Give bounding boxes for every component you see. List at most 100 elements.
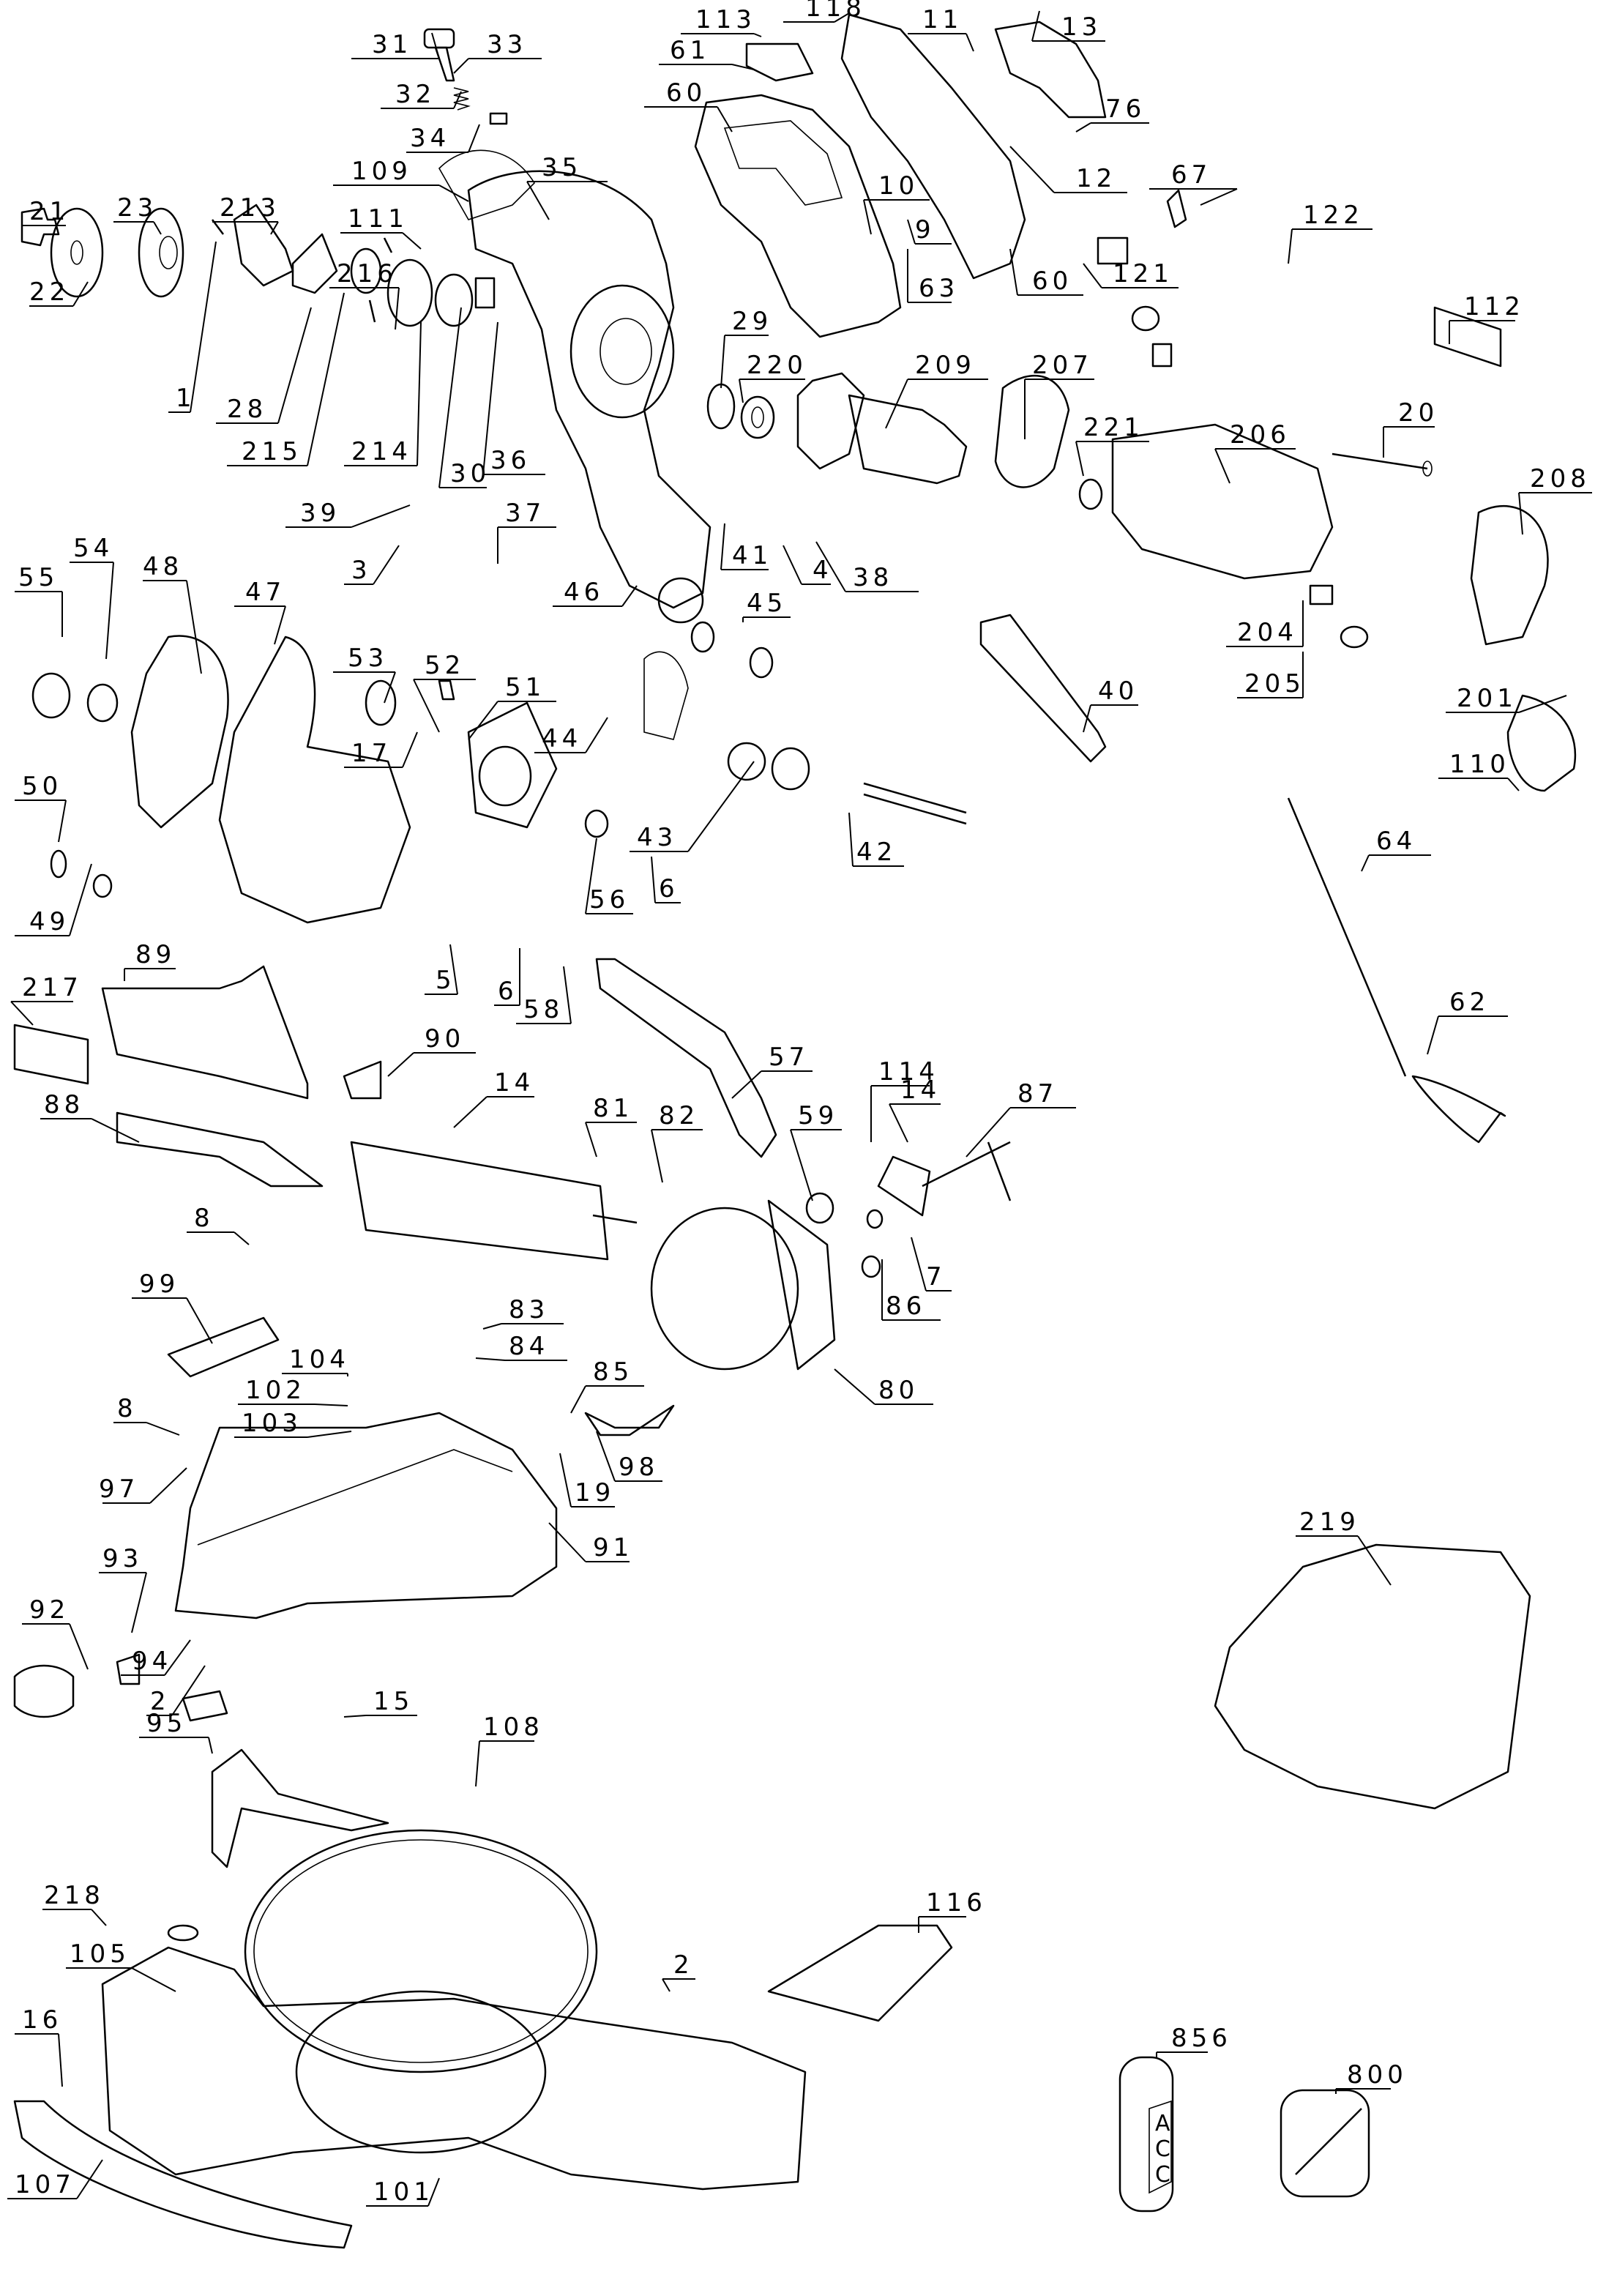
part-callout: 37: [497, 499, 556, 564]
part-callout: 205: [1237, 652, 1304, 698]
part-callout: 59: [790, 1101, 842, 1201]
part-callout: 217: [10, 973, 78, 1026]
callout-number: 38: [853, 563, 893, 592]
callout-leader-line: [307, 1431, 352, 1438]
callout-number: 113: [695, 5, 756, 34]
callout-leader-line: [548, 1522, 586, 1562]
callout-leader-line: [413, 679, 440, 733]
callout-number: 39: [300, 499, 340, 528]
callout-number: 17: [351, 739, 392, 768]
callout-number: 42: [856, 838, 897, 867]
part-callout: 98: [596, 1431, 662, 1482]
part-callout: 47: [234, 578, 286, 645]
callout-leader-line: [1518, 492, 1523, 535]
base-parts: [13, 1829, 953, 2249]
callout-leader-line: [526, 181, 550, 220]
part-callout: 22: [29, 277, 89, 307]
callout-number: 41: [732, 541, 772, 570]
callout-number: 16: [22, 2005, 62, 2035]
part-callout: 1: [168, 241, 217, 413]
part-callout: 121: [1083, 259, 1179, 288]
callout-number: 94: [132, 1647, 172, 1676]
callout-leader-line: [585, 1122, 597, 1158]
part-callout: 7: [911, 1237, 952, 1292]
part-callout: 221: [1075, 413, 1149, 477]
callout-number: 11: [922, 5, 963, 34]
callout-leader-line: [438, 307, 462, 488]
bevel-parts: [584, 958, 1012, 1436]
callout-number: 122: [1303, 201, 1364, 230]
callout-number: 37: [505, 499, 545, 528]
part-callout: 29: [720, 307, 769, 389]
part-callout: 8: [113, 1394, 180, 1436]
callout-leader-line: [131, 1967, 176, 1992]
part-callout: 3: [344, 545, 400, 585]
part-callout: 111: [340, 204, 422, 250]
callout-leader-line: [58, 2033, 63, 2087]
part-callout: 64: [1361, 827, 1431, 872]
callout-number: 53: [348, 644, 388, 673]
callout-number: 8: [117, 1394, 138, 1423]
callout-number: 206: [1230, 420, 1291, 450]
callout-leader-line: [387, 1052, 414, 1077]
callout-number: 22: [29, 277, 70, 307]
part-callout: 104: [282, 1345, 348, 1376]
part-callout: 42: [848, 812, 904, 867]
callout-number: 19: [575, 1478, 615, 1507]
part-callout: 23: [113, 193, 162, 235]
callout-number: 90: [425, 1024, 465, 1054]
callout-leader-line: [91, 1909, 107, 1926]
latch-parts: [423, 28, 508, 125]
callout-leader-line: [417, 321, 422, 466]
callout-number: 105: [70, 1939, 130, 1969]
part-callout: 33: [453, 30, 542, 74]
kit-badge-letter: C: [1155, 2136, 1170, 2162]
callout-leader-line: [468, 701, 498, 740]
part-callout: 5: [425, 944, 458, 995]
callout-number: 62: [1449, 988, 1490, 1017]
part-callout: 28: [216, 307, 312, 424]
callout-number: 221: [1083, 413, 1144, 442]
part-callout: 216: [329, 259, 400, 330]
callout-leader-line: [563, 966, 572, 1024]
callout-leader-line: [889, 1103, 908, 1143]
callout-leader-line: [431, 32, 440, 59]
part-callout: 6: [494, 948, 520, 1006]
callout-leader-line: [720, 523, 725, 570]
part-callout: 84: [475, 1332, 567, 1361]
callout-leader-line: [164, 1639, 191, 1676]
callout-number: 88: [44, 1090, 84, 1119]
callout-number: 33: [487, 30, 527, 59]
callout-number: 81: [593, 1094, 633, 1123]
callout-leader-line: [69, 1623, 89, 1670]
part-callout: 2: [662, 1950, 695, 1992]
callout-leader-line: [402, 232, 422, 250]
part-callout: 93: [99, 1544, 147, 1633]
callout-number: 45: [747, 589, 787, 618]
callout-leader-line: [453, 1096, 488, 1128]
accessory-kits: [1118, 2056, 1370, 2213]
part-callout: 118: [783, 0, 862, 23]
callout-leader-line: [402, 731, 418, 768]
callout-number: 108: [483, 1712, 544, 1742]
callout-number: 93: [102, 1544, 143, 1573]
callout-number: 28: [227, 395, 267, 424]
callout-number: 31: [372, 30, 412, 59]
callout-leader-line: [1518, 695, 1567, 713]
callout-number: 9: [915, 215, 935, 245]
part-callout: 209: [885, 351, 988, 429]
callout-leader-line: [146, 1422, 180, 1436]
motor-parts: [706, 372, 1549, 646]
part-callout: 11: [908, 5, 974, 52]
callout-leader-line: [739, 379, 744, 403]
part-callout: 116: [918, 1888, 982, 1933]
part-callout: 17: [344, 731, 418, 768]
part-callout: 35: [526, 153, 608, 220]
callout-number: 30: [450, 459, 490, 488]
callout-number: 2: [150, 1687, 171, 1716]
part-callout: 15: [343, 1687, 417, 1718]
callout-leader-line: [277, 307, 312, 424]
callout-number: 44: [542, 724, 582, 753]
callout-number: 36: [490, 446, 531, 475]
part-callout: 21: [21, 197, 66, 226]
